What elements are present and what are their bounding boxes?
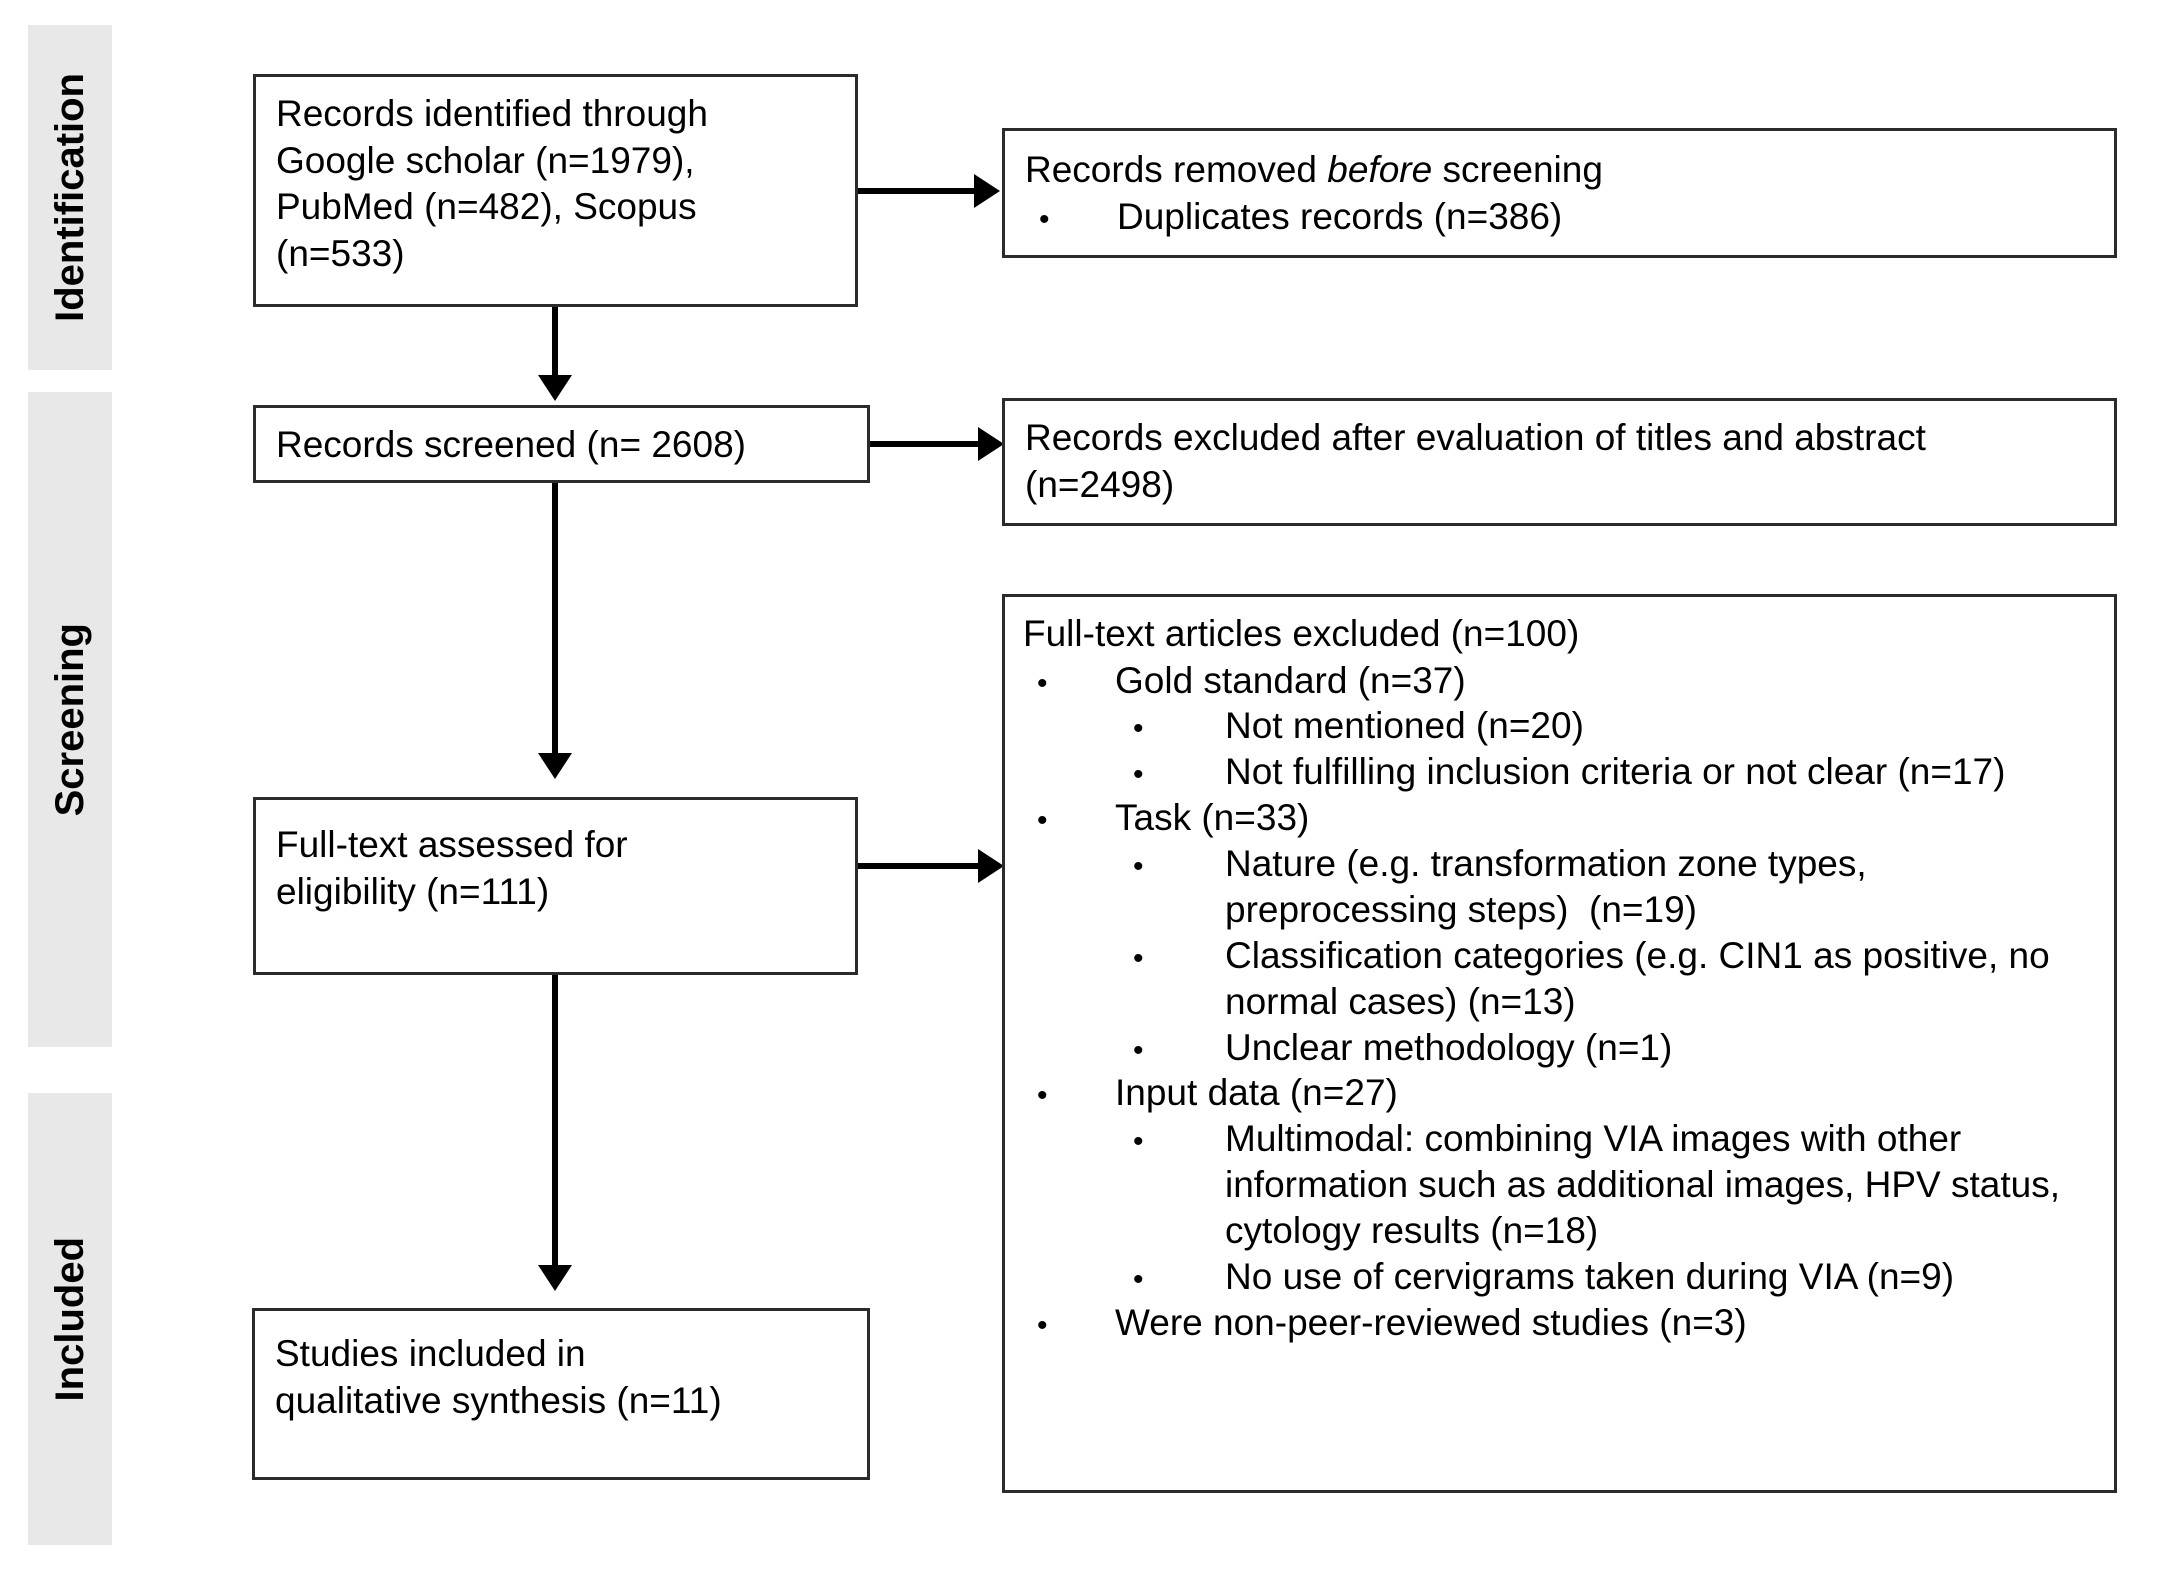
- fulltext-excluded-item-text: Were non-peer-reviewed studies (n=3): [1115, 1301, 1747, 1343]
- bullet-dot-icon: [1023, 1070, 1115, 1116]
- bullet-dot-icon: [1023, 703, 1225, 749]
- arrowhead-screened-to-fulltext: [538, 753, 572, 779]
- records-identified-line-1: Records identified through: [276, 93, 708, 134]
- box-studies-included: Studies included in qualitative synthesi…: [252, 1308, 870, 1480]
- fulltext-excluded-item-text: Unclear methodology (n=1): [1225, 1026, 1673, 1068]
- fulltext-excluded-item-text: Classification categories (e.g. CIN1 as …: [1225, 934, 2060, 1022]
- connector-screened-to-fulltext: [552, 483, 558, 757]
- bullet-dot-icon: [1023, 795, 1115, 841]
- fulltext-assessed-line-1: Full-text assessed for: [276, 824, 628, 865]
- fulltext-excluded-item: No use of cervigrams taken during VIA (n…: [1023, 1254, 2100, 1300]
- fulltext-excluded-item: Classification categories (e.g. CIN1 as …: [1023, 933, 2100, 1025]
- bullet-dot-icon: [1023, 658, 1115, 704]
- connector-identified-to-removed: [858, 188, 978, 194]
- fulltext-excluded-item-text: Gold standard (n=37): [1115, 659, 1466, 701]
- fulltext-excluded-item-text: Task (n=33): [1115, 797, 1310, 839]
- records-screened-line-1: Records screened (n= 2608): [276, 424, 746, 465]
- records-removed-heading: Records removed before screening: [1025, 147, 2096, 194]
- records-identified-line-2: Google scholar (n=1979),: [276, 139, 695, 181]
- fulltext-excluded-item-text: No use of cervigrams taken during VIA (n…: [1225, 1255, 1955, 1297]
- arrowhead-fulltext-to-included: [538, 1265, 572, 1291]
- records-removed-heading-pre: Records removed: [1025, 149, 1328, 190]
- stage-label-identification: Identification: [48, 73, 92, 322]
- fulltext-excluded-item: Input data (n=27): [1023, 1070, 2100, 1116]
- arrowhead-fulltext-to-excluded: [978, 849, 1004, 883]
- fulltext-excluded-heading: Full-text articles excluded (n=100): [1023, 613, 1580, 654]
- bullet-dot-icon: [1023, 1254, 1225, 1300]
- bullet-dot-icon: [1023, 1116, 1225, 1162]
- fulltext-excluded-item: Nature (e.g. transformation zone types, …: [1023, 841, 2100, 933]
- fulltext-excluded-item-text: Input data (n=27): [1115, 1072, 1398, 1114]
- stage-label-screening: Screening: [48, 622, 92, 817]
- records-removed-heading-emphasis: before: [1327, 149, 1433, 190]
- fulltext-excluded-item: Gold standard (n=37): [1023, 658, 2100, 704]
- records-removed-heading-post: screening: [1432, 149, 1603, 190]
- connector-screened-to-excluded: [870, 441, 982, 447]
- bullet-dot-icon: [1025, 194, 1117, 240]
- bullet-dot-icon: [1023, 1300, 1115, 1346]
- bullet-dot-icon: [1023, 749, 1225, 795]
- arrowhead-identified-to-screened: [538, 375, 572, 401]
- bullet-dot-icon: [1023, 1025, 1225, 1071]
- fulltext-excluded-list: Gold standard (n=37)Not mentioned (n=20)…: [1023, 658, 2100, 1346]
- records-removed-bullet-1: Duplicates records (n=386): [1025, 194, 2096, 240]
- fulltext-excluded-item-text: Nature (e.g. transformation zone types, …: [1225, 843, 1877, 930]
- studies-included-line-2: qualitative synthesis (n=11): [275, 1379, 722, 1421]
- connector-fulltext-to-included: [552, 975, 558, 1269]
- stage-band-included: Included: [28, 1093, 112, 1545]
- connector-identified-to-screened: [552, 307, 558, 379]
- stage-band-screening: Screening: [28, 392, 112, 1047]
- studies-included-line-1: Studies included in: [275, 1333, 586, 1374]
- records-identified-line-3: PubMed (n=482), Scopus: [276, 186, 697, 228]
- arrowhead-screened-to-excluded: [978, 427, 1004, 461]
- box-fulltext-assessed: Full-text assessed for eligibility (n=11…: [253, 797, 858, 975]
- box-records-excluded-titles-abstract: Records excluded after evaluation of tit…: [1002, 398, 2117, 526]
- connector-fulltext-to-excluded: [858, 863, 982, 869]
- box-fulltext-articles-excluded: Full-text articles excluded (n=100) Gold…: [1002, 594, 2117, 1493]
- fulltext-excluded-item: Multimodal: combining VIA images with ot…: [1023, 1116, 2100, 1254]
- stage-band-identification: Identification: [28, 25, 112, 370]
- fulltext-excluded-item: Unclear methodology (n=1): [1023, 1025, 2100, 1071]
- records-removed-bullet-1-text: Duplicates records (n=386): [1117, 195, 1563, 237]
- box-records-identified: Records identified through Google schola…: [253, 74, 858, 307]
- records-excluded-line-1: Records excluded after evaluation of tit…: [1025, 417, 1926, 458]
- bullet-dot-icon: [1023, 933, 1225, 979]
- fulltext-excluded-item: Not mentioned (n=20): [1023, 703, 2100, 749]
- fulltext-excluded-item: Not fulfilling inclusion criteria or not…: [1023, 749, 2100, 795]
- bullet-dot-icon: [1023, 841, 1225, 887]
- fulltext-excluded-item: Were non-peer-reviewed studies (n=3): [1023, 1300, 2100, 1346]
- records-identified-line-4: (n=533): [276, 232, 405, 274]
- box-records-screened: Records screened (n= 2608): [253, 405, 870, 483]
- fulltext-excluded-item-text: Not fulfilling inclusion criteria or not…: [1225, 751, 2006, 793]
- fulltext-assessed-line-2: eligibility (n=111): [276, 870, 550, 912]
- box-records-removed-before-screening: Records removed before screening Duplica…: [1002, 128, 2117, 258]
- fulltext-excluded-item-text: Not mentioned (n=20): [1225, 705, 1584, 747]
- arrowhead-identified-to-removed: [974, 174, 1000, 208]
- fulltext-excluded-item: Task (n=33): [1023, 795, 2100, 841]
- fulltext-excluded-item-text: Multimodal: combining VIA images with ot…: [1225, 1118, 2071, 1252]
- stage-label-included: Included: [48, 1236, 92, 1402]
- records-excluded-line-2: (n=2498): [1025, 463, 1175, 505]
